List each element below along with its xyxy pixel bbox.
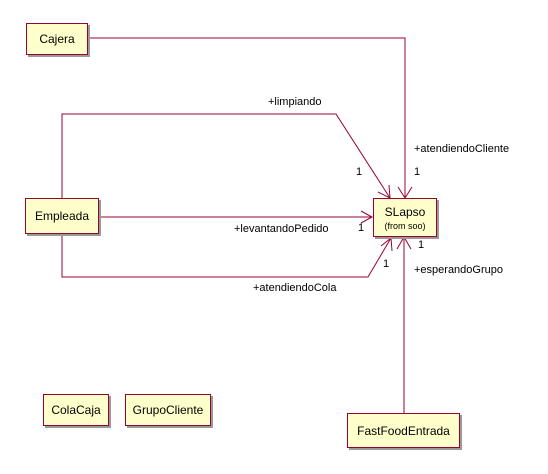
role-label-limpiando: +limpiando — [268, 96, 322, 108]
class-colacaja[interactable]: ColaCaja — [43, 394, 109, 426]
class-cajera[interactable]: Cajera — [26, 23, 88, 55]
role-label-levantando-pedido: +levantandoPedido — [234, 223, 329, 235]
class-package-note: (from soo) — [384, 220, 426, 231]
multiplicity-atendiendo-cola: 1 — [383, 258, 390, 270]
role-label-atendiendo-cliente: +atendiendoCliente — [414, 143, 510, 155]
assoc-line-limpiando — [61, 113, 391, 199]
class-empleada[interactable]: Empleada — [25, 198, 99, 234]
assoc-line-atendiendo-cliente — [87, 37, 406, 198]
arrowhead-atendiendo-cola — [380, 237, 393, 252]
role-label-atendiendo-cola: +atendiendoCola — [253, 282, 337, 294]
class-grupocliente[interactable]: GrupoCliente — [125, 394, 211, 426]
multiplicity-limpiando: 1 — [356, 166, 363, 178]
multiplicity-esperando-grupo-slapso: 1 — [418, 239, 425, 251]
arrowhead-esperando-grupo — [396, 236, 412, 250]
class-name: Cajera — [39, 32, 75, 46]
class-name: FastFoodEntrada — [357, 423, 450, 438]
role-label-esperando-grupo: +esperandoGrupo — [414, 264, 503, 276]
multiplicity-atendiendo-cliente: 1 — [414, 166, 421, 178]
assoc-line-atendiendo-cola — [61, 234, 392, 278]
class-name: GrupoCliente — [132, 403, 204, 417]
arrowhead-levantando-pedido — [360, 210, 374, 224]
class-name: Empleada — [34, 209, 90, 223]
multiplicity-levantando-pedido: 1 — [358, 222, 365, 234]
class-name: SLapso — [384, 204, 426, 219]
class-slapso[interactable]: SLapso (from soo) — [373, 198, 437, 237]
class-fastfoodentrada[interactable]: FastFoodEntrada — [347, 413, 460, 448]
class-name: ColaCaja — [51, 403, 101, 417]
